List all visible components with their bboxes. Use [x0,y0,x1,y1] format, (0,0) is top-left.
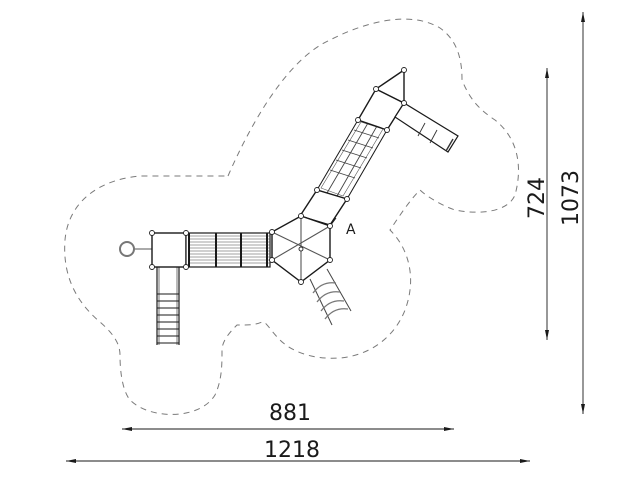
dimension-horizontal-outer: 1218 [66,438,530,463]
dimension-vertical-outer: 1073 [559,12,585,414]
svg-text:881: 881 [269,401,311,426]
steering-wheel-icon [119,241,135,257]
svg-text:724: 724 [525,177,550,219]
dimension-vertical-inner: 724 [525,68,550,340]
svg-text:1073: 1073 [559,170,584,226]
slide [394,102,459,153]
svg-text:1218: 1218 [264,438,320,463]
curved-ladder [309,268,352,326]
connection-nodes [149,67,407,285]
tunnel-bridge [185,232,271,268]
roof-panel [374,68,405,105]
safety-zone-outline [64,18,519,415]
dimension-horizontal-inner: 881 [122,401,454,431]
marker-label: A [346,222,356,238]
left-platform [151,232,187,268]
left-ladder [156,267,180,345]
net-climber [316,119,388,200]
